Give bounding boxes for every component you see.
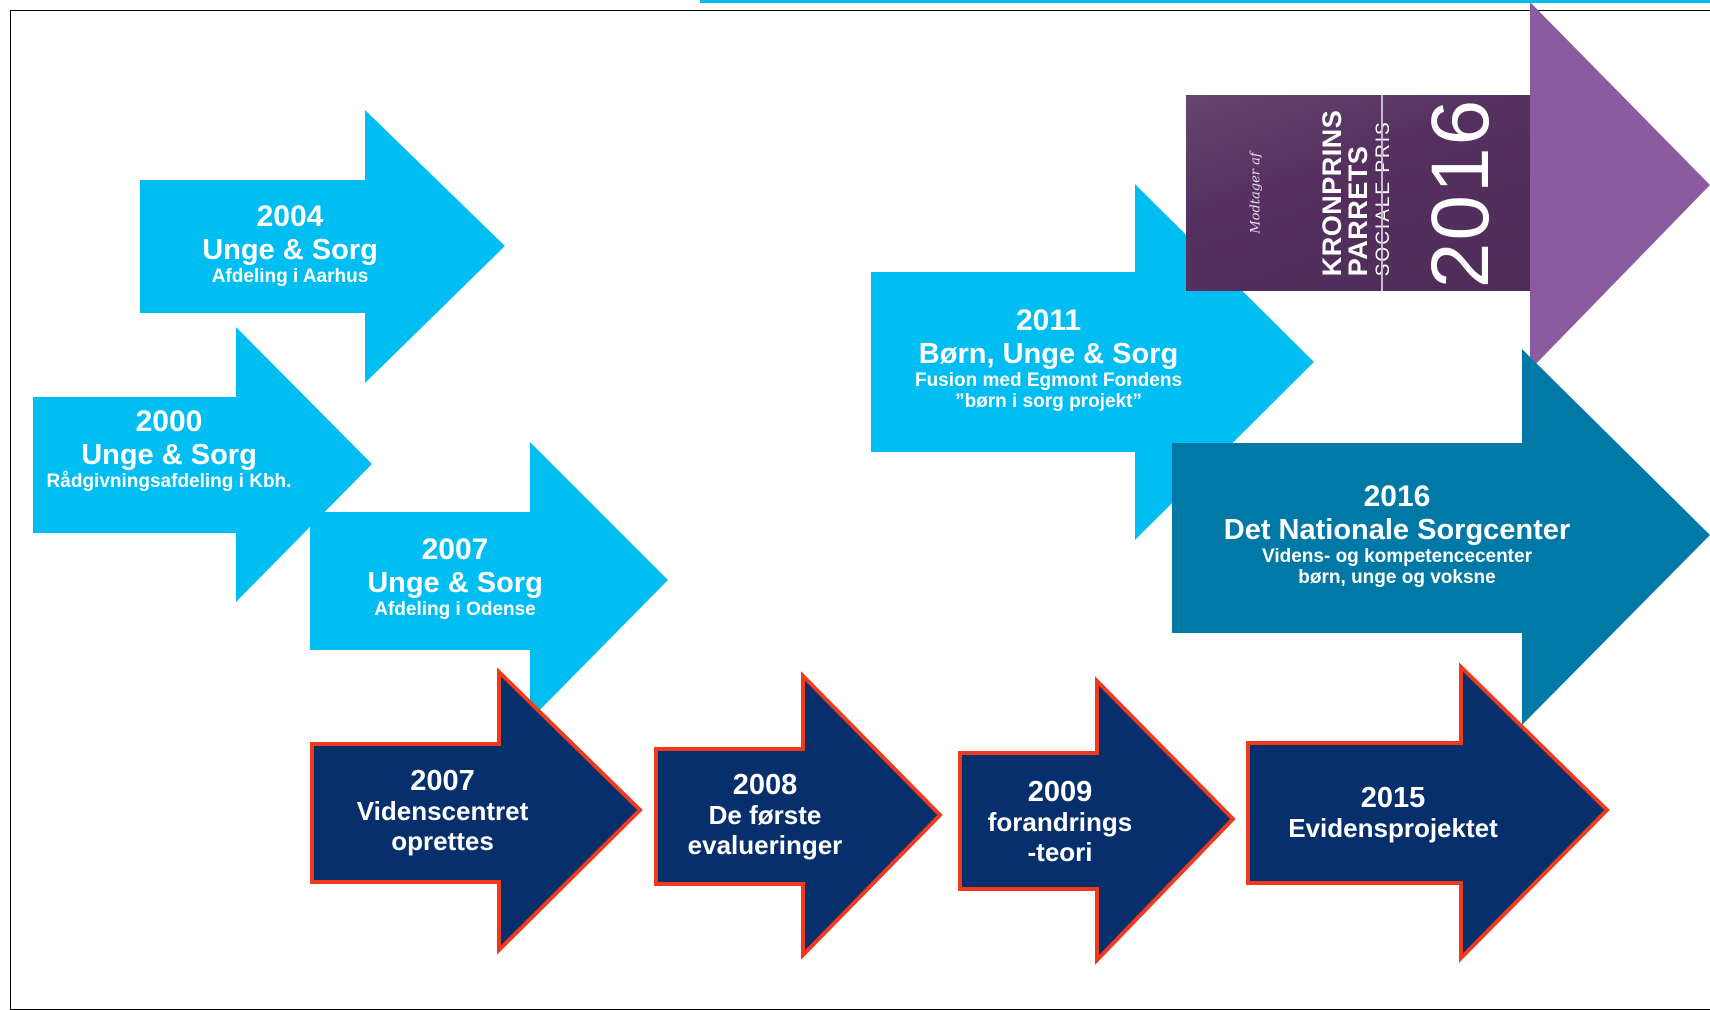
award-line2: PARRETS [1343, 145, 1373, 277]
label-2004-year: 2004 [256, 200, 324, 233]
label-2011-year: 2011 [1015, 304, 1082, 337]
label-2008-year: 2008 [732, 769, 798, 801]
label-2009-line2: -teori [1027, 836, 1093, 867]
label-2000-name: Unge & Sorg [81, 438, 257, 471]
label-2016-desc1: Videns- og kompetencecenter [1262, 546, 1532, 568]
arrow-2004 [140, 110, 505, 383]
label-2008-line2: evalueringer [687, 829, 843, 860]
arrow-2000 [33, 327, 372, 602]
label-2007-unge: 2007 Unge & Sorg Afdeling i Odense [310, 533, 600, 620]
award-divider [1381, 95, 1383, 291]
award-line3: SOCIALE PRIS [1373, 120, 1394, 277]
arrow-purple [1530, 2, 1710, 370]
label-2011: 2011 Børn, Unge & Sorg Fusion med Egmont… [871, 304, 1226, 413]
label-2007-videns: 2007 Videnscentret oprettes [320, 765, 565, 856]
timeline-slide: Modtager af KRONPRINS PARRETS SOCIALE PR… [10, 0, 1710, 1010]
label-2007-unge-desc: Afdeling i Odense [374, 599, 536, 621]
label-2004: 2004 Unge & Sorg Afdeling i Aarhus [140, 200, 440, 287]
arrow-2008 [654, 671, 943, 960]
award-text: KRONPRINS PARRETS SOCIALE PRIS [1317, 109, 1397, 277]
label-2004-desc: Afdeling i Aarhus [211, 266, 369, 288]
arrow-2016 [1172, 349, 1710, 725]
label-2011-name: Børn, Unge & Sorg [918, 337, 1179, 370]
label-2000: 2000 Unge & Sorg Rådgivningsafdeling i K… [33, 405, 305, 492]
top-accent-strip [700, 0, 1710, 3]
label-2011-desc2: ”børn i sorg projekt” [955, 391, 1142, 413]
arrow-2015 [1246, 662, 1610, 963]
label-2007-unge-name: Unge & Sorg [367, 566, 543, 599]
label-2016-name: Det Nationale Sorgcenter [1223, 513, 1571, 546]
label-2004-name: Unge & Sorg [202, 233, 378, 266]
label-2007-unge-year: 2007 [421, 533, 489, 566]
label-2007-videns-line1: Videnscentret [356, 796, 529, 827]
label-2008: 2008 De første evalueringer [660, 769, 870, 860]
award-modtager: Modtager af [1248, 152, 1264, 234]
award-year: 2016 [1415, 97, 1506, 289]
label-2000-desc: Rådgivningsafdeling i Kbh. [46, 471, 292, 493]
label-2007-videns-year: 2007 [410, 765, 475, 797]
arrow-2007-videnscentret [310, 667, 643, 955]
label-2009-line1: forandrings [987, 807, 1133, 838]
arrow-2009 [958, 676, 1236, 965]
label-2016-year: 2016 [1363, 480, 1431, 513]
label-2015: 2015 Evidensprojektet [1248, 782, 1538, 844]
label-2009: 2009 forandrings -teori [960, 776, 1160, 867]
label-2000-year: 2000 [135, 405, 203, 438]
label-2016: 2016 Det Nationale Sorgcenter Videns- og… [1172, 480, 1622, 589]
label-2007-videns-line2: oprettes [391, 825, 494, 856]
award-line1: KRONPRINS [1317, 109, 1347, 277]
label-2009-year: 2009 [1027, 776, 1093, 808]
arrow-2007-unge [310, 442, 668, 720]
label-2016-desc2: børn, unge og voksne [1298, 567, 1496, 589]
label-2008-line1: De første [708, 800, 822, 831]
label-2015-line1: Evidensprojektet [1288, 813, 1498, 844]
label-2011-desc1: Fusion med Egmont Fondens [914, 370, 1183, 392]
award-badge: Modtager af KRONPRINS PARRETS SOCIALE PR… [1186, 95, 1530, 291]
label-2015-year: 2015 [1360, 782, 1426, 814]
